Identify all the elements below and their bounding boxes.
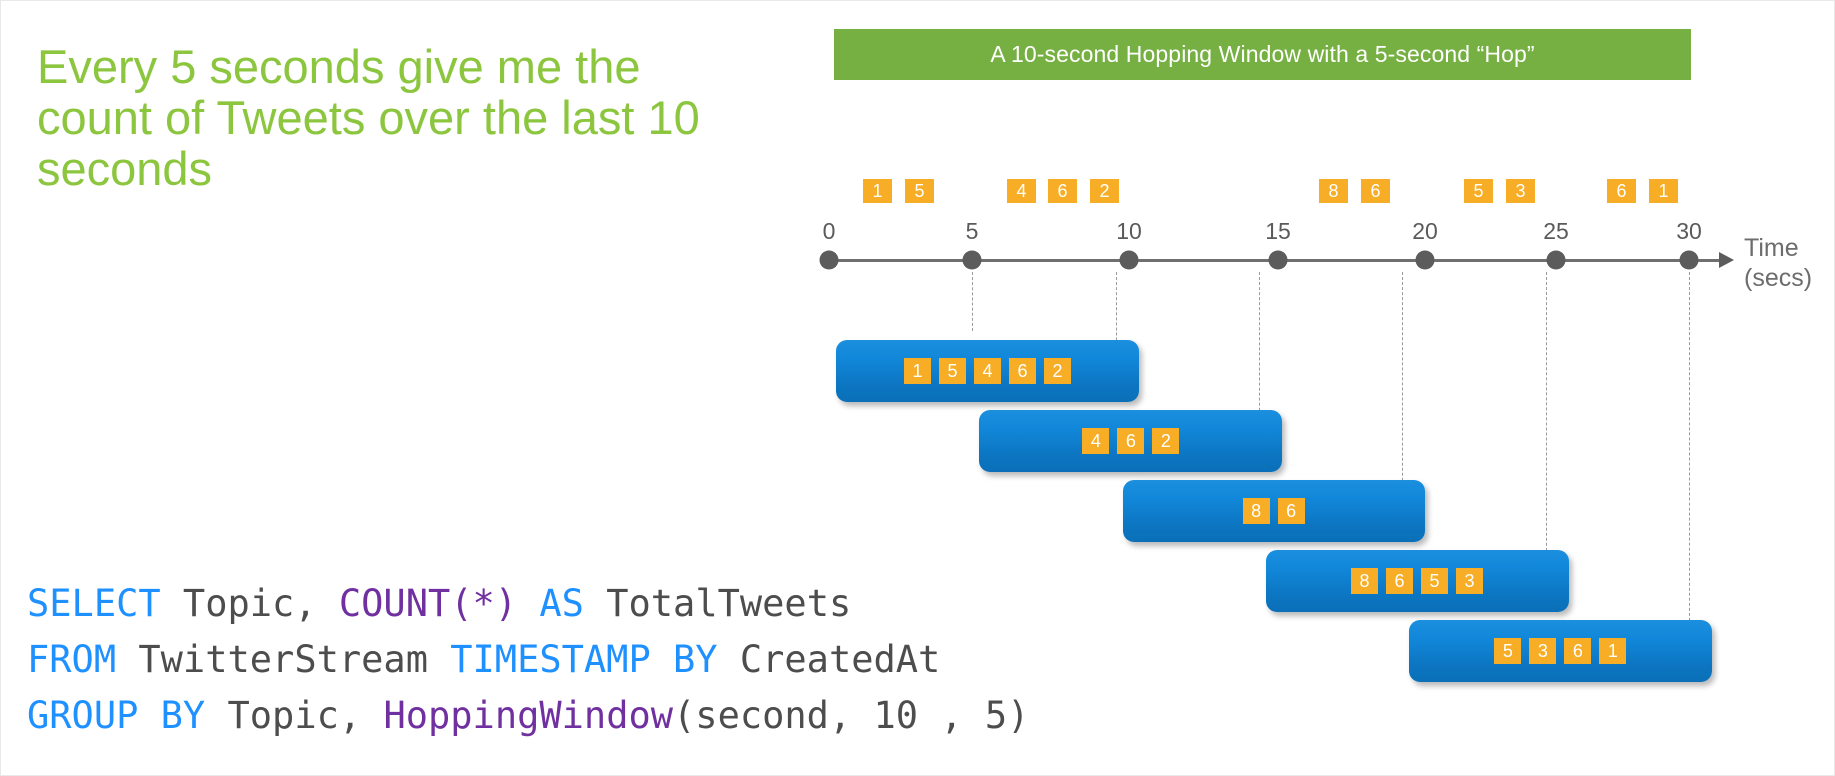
axis-tick-label: 15 bbox=[1265, 218, 1291, 244]
sql-token-kw: TIMESTAMP BY bbox=[450, 638, 718, 681]
stream-event-tile: 3 bbox=[1506, 179, 1535, 203]
axis-tick-label: 20 bbox=[1412, 218, 1438, 244]
window-event-tile: 8 bbox=[1351, 568, 1378, 594]
window-event-tile: 5 bbox=[1421, 568, 1448, 594]
axis-tick-dot bbox=[1268, 250, 1288, 270]
stream-event-tile: 5 bbox=[905, 179, 934, 203]
axis-tick-label: 5 bbox=[965, 218, 979, 244]
axis-caption-line-2: (secs) bbox=[1744, 264, 1813, 292]
guide-line bbox=[1689, 272, 1690, 681]
window-event-tile: 4 bbox=[1082, 428, 1110, 454]
window-event-tile: 6 bbox=[1277, 498, 1305, 524]
window-event-tile: 1 bbox=[1599, 638, 1627, 664]
sql-token-kw: FROM bbox=[27, 638, 117, 681]
stream-event-tile: 8 bbox=[1319, 179, 1348, 203]
window-event-tile: 8 bbox=[1242, 498, 1270, 524]
sql-line: SELECT Topic, COUNT(*) AS TotalTweets bbox=[27, 576, 1029, 632]
window-event-tile: 6 bbox=[1564, 638, 1592, 664]
axis-tick-label: 0 bbox=[822, 218, 836, 244]
page-title: Every 5 seconds give me the count of Twe… bbox=[37, 40, 700, 195]
time-axis-arrow-icon bbox=[1719, 252, 1734, 268]
axis-tick-dot bbox=[1119, 250, 1139, 270]
sql-token-fn: HoppingWindow bbox=[383, 694, 674, 737]
axis-caption-line-1: Time bbox=[1744, 234, 1799, 262]
time-axis-label: Time (secs) bbox=[1744, 233, 1812, 293]
stream-event-tile: 1 bbox=[863, 179, 892, 203]
sql-token-id: Topic, bbox=[205, 694, 384, 737]
axis-tick-label: 25 bbox=[1543, 218, 1569, 244]
axis-tick-label: 10 bbox=[1116, 218, 1142, 244]
guide-line bbox=[1402, 272, 1404, 541]
stream-event-tile: 1 bbox=[1649, 179, 1678, 203]
axis-tick-dot bbox=[1415, 250, 1435, 270]
sql-token-id bbox=[517, 582, 539, 625]
guide-line bbox=[1259, 272, 1260, 471]
stream-event-tile: 6 bbox=[1048, 179, 1077, 203]
window-event-tile: 4 bbox=[974, 358, 1001, 384]
guide-line bbox=[972, 272, 974, 331]
window-event-tile: 6 bbox=[1009, 358, 1036, 384]
axis-tick-dot bbox=[1679, 250, 1699, 270]
sql-token-id: Topic, bbox=[160, 582, 339, 625]
axis-tick-label: 30 bbox=[1676, 218, 1702, 244]
window-event-tile: 6 bbox=[1386, 568, 1413, 594]
axis-tick-dot bbox=[1546, 250, 1566, 270]
banner: A 10-second Hopping Window with a 5-seco… bbox=[834, 29, 1691, 80]
window-event-tile: 3 bbox=[1529, 638, 1557, 664]
window-event-tile: 3 bbox=[1456, 568, 1483, 594]
sql-token-kw: AS bbox=[539, 582, 584, 625]
sql-token-kw: GROUP BY bbox=[27, 694, 206, 737]
window-event-tile: 2 bbox=[1044, 358, 1071, 384]
sql-token-fn: COUNT(*) bbox=[338, 582, 518, 625]
stream-event-tile: 6 bbox=[1607, 179, 1636, 203]
window-event-tile: 6 bbox=[1117, 428, 1145, 454]
sql-token-id: CreatedAt bbox=[717, 638, 941, 681]
guide-line bbox=[1545, 272, 1547, 611]
sql-line: FROM TwitterStream TIMESTAMP BY CreatedA… bbox=[27, 632, 1029, 688]
stream-event-tile: 4 bbox=[1007, 179, 1036, 203]
guide-line bbox=[1115, 272, 1117, 401]
banner-title: A 10-second Hopping Window with a 5-seco… bbox=[990, 41, 1535, 67]
window-event-tile: 5 bbox=[939, 358, 966, 384]
axis-tick-dot bbox=[962, 250, 982, 270]
axis-tick-dot bbox=[819, 250, 839, 270]
stream-event-tile: 2 bbox=[1090, 179, 1119, 203]
sql-token-kw: SELECT bbox=[27, 582, 161, 625]
window-event-tile: 2 bbox=[1152, 428, 1180, 454]
sql-token-id: TotalTweets bbox=[583, 582, 852, 625]
sql-token-id: TwitterStream bbox=[116, 638, 451, 681]
stream-event-tile: 6 bbox=[1361, 179, 1390, 203]
window-event-tile: 5 bbox=[1494, 638, 1522, 664]
sql-line: GROUP BY Topic, HoppingWindow(second, 10… bbox=[27, 688, 1029, 744]
stream-event-tile: 5 bbox=[1464, 179, 1493, 203]
sql-token-id: (second, 10 , 5) bbox=[673, 694, 1030, 737]
window-event-tile: 1 bbox=[904, 358, 931, 384]
